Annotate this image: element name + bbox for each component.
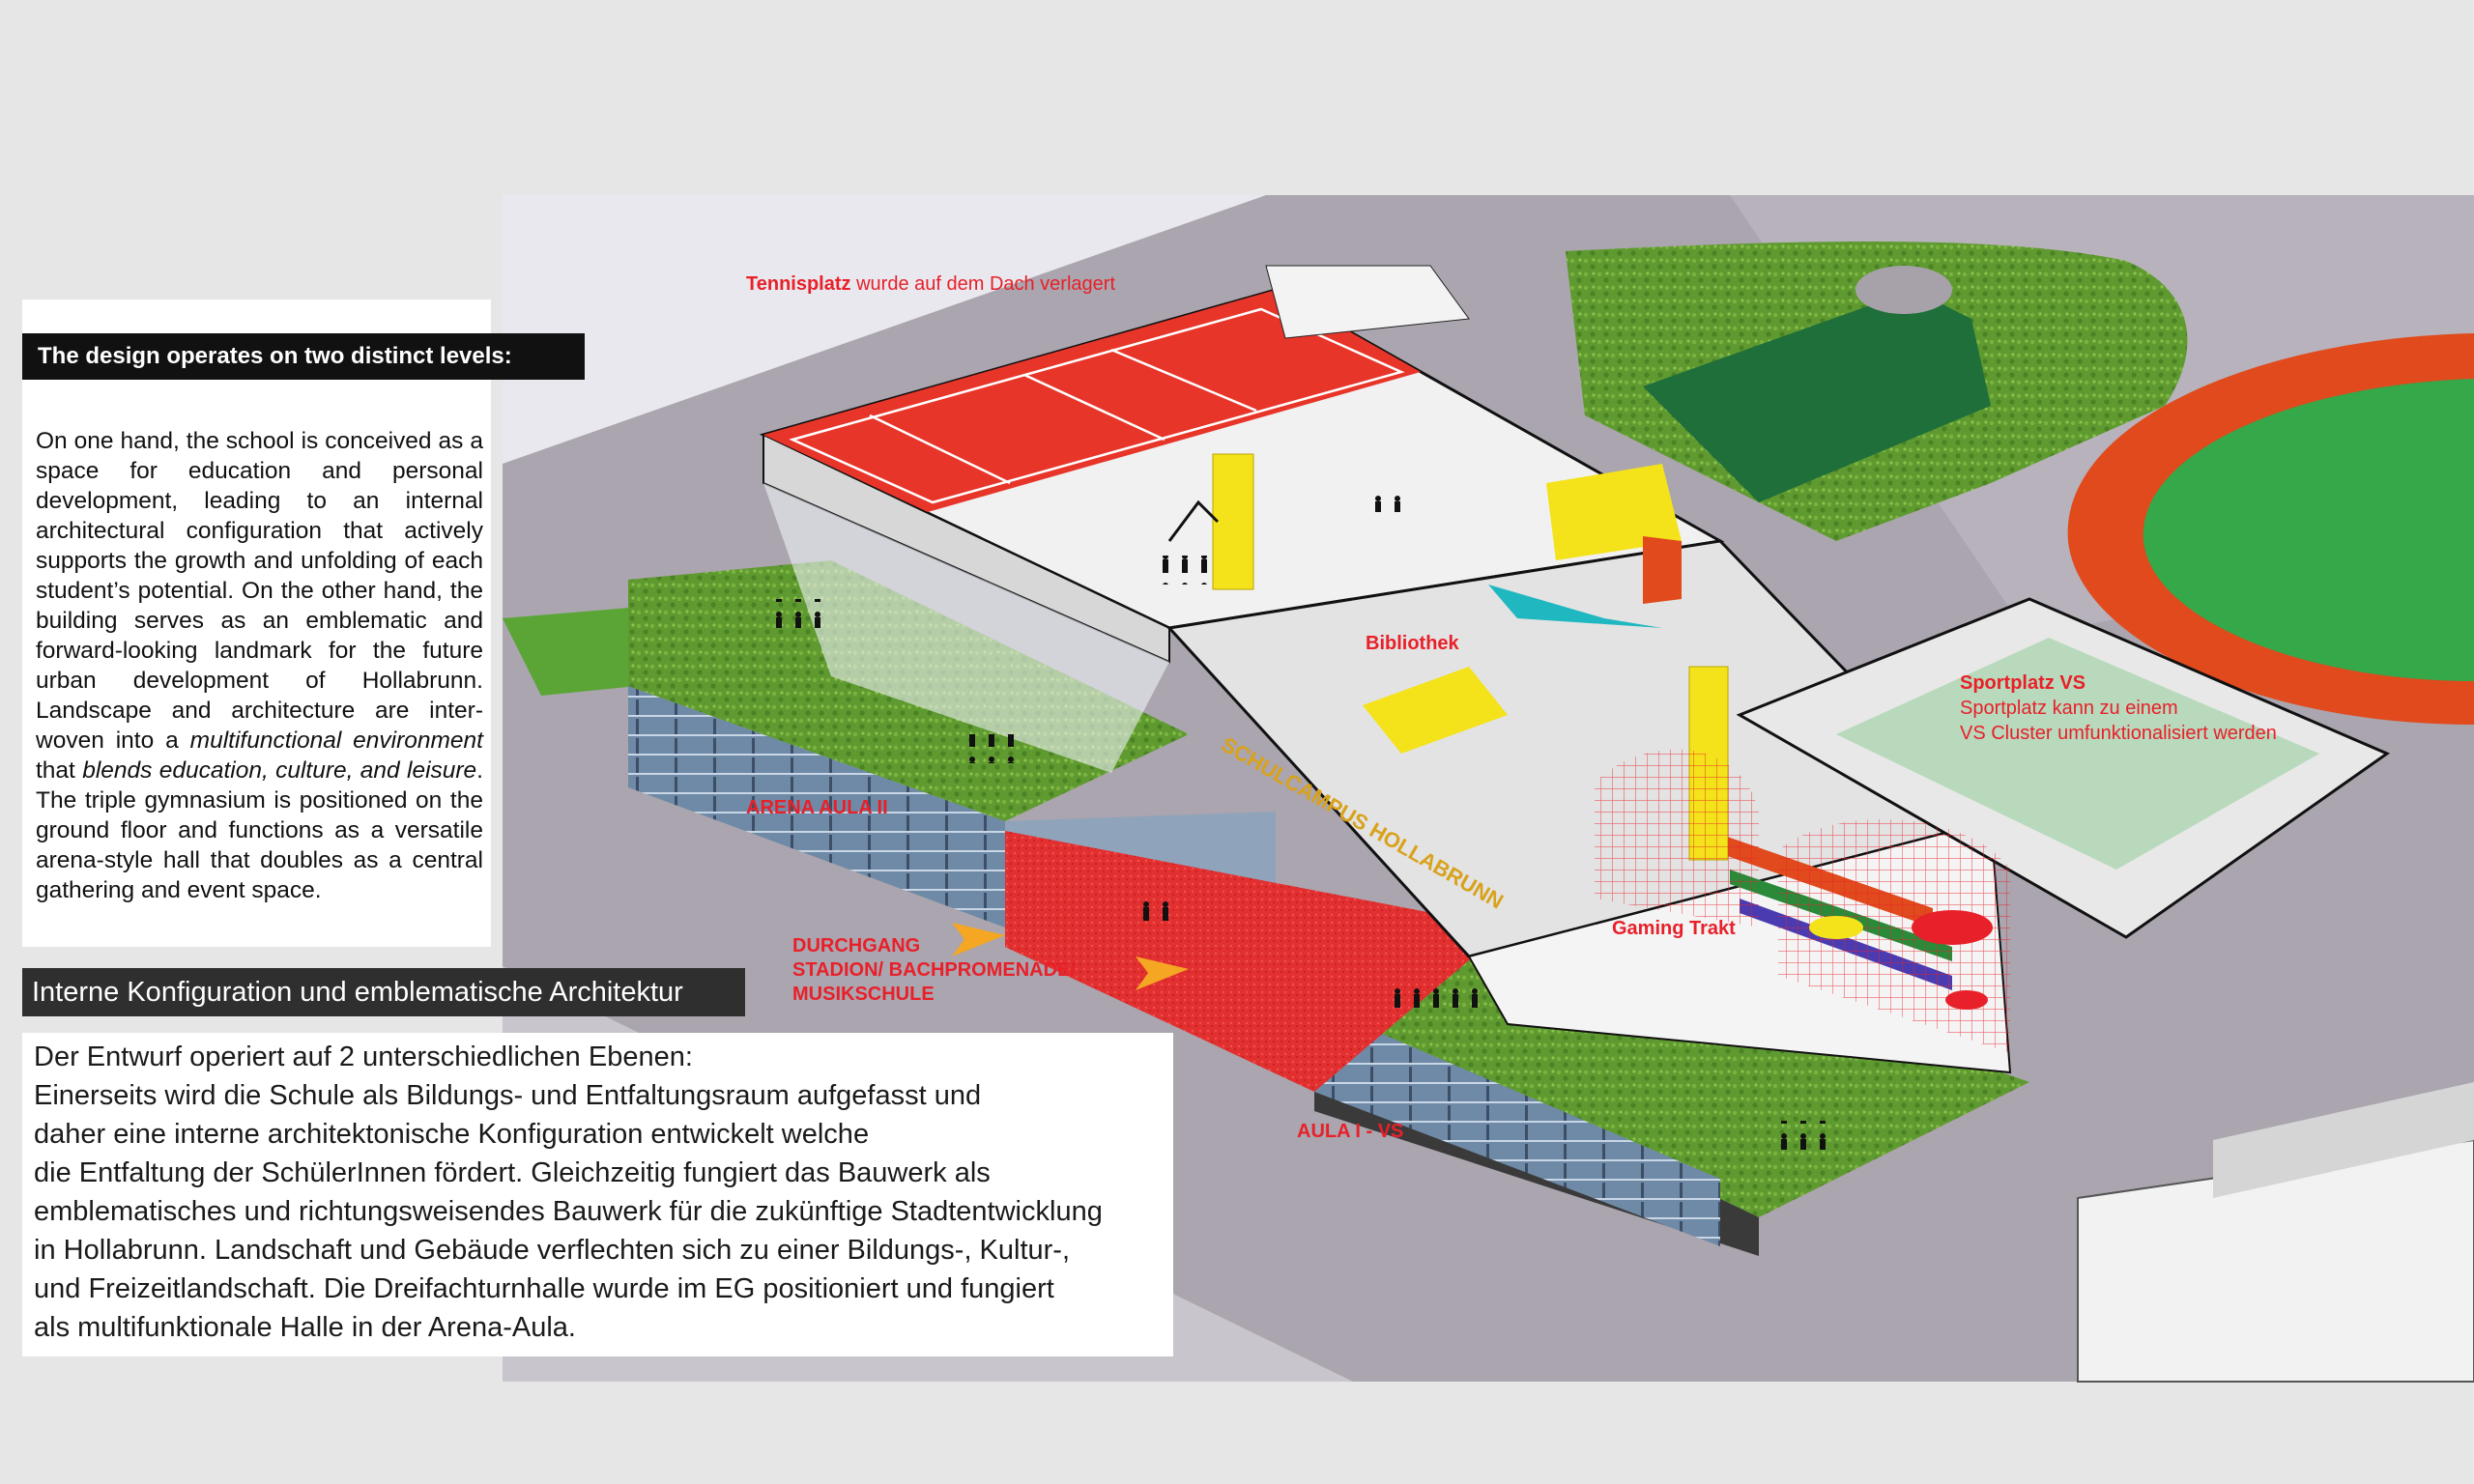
passage-arrows: [952, 923, 1189, 990]
german-text-panel: [22, 1033, 1173, 1356]
german-line: Der Entwurf operiert auf 2 unterschiedli…: [34, 1042, 693, 1072]
german-heading: Interne Konfiguration und emblematische …: [22, 968, 745, 1016]
english-body-text: On one hand, the school is conceived as …: [36, 428, 483, 754]
sportplatz-line-2: VS Cluster umfunktionalisiert werden: [1960, 723, 2277, 744]
people-silhouettes: [773, 488, 1836, 1150]
arena-aula-label: ARENA AULA II: [746, 797, 888, 818]
german-line: emblematisches und richtungsweisendes Ba…: [34, 1196, 1103, 1227]
english-heading: The design operates on two distinct leve…: [22, 333, 585, 380]
english-body: On one hand, the school is conceived as …: [36, 426, 483, 905]
park-landscape: [1566, 242, 2188, 541]
german-line: als multifunktionale Halle in der Arena-…: [34, 1312, 576, 1343]
durchgang-line-3: MUSIKSCHULE: [792, 984, 935, 1005]
english-text-panel: [22, 300, 491, 947]
neighbouring-buildings: [1265, 265, 2474, 1383]
durchgang-line-2: STADION/ BACHPROMENADE/: [792, 959, 1076, 981]
sportplatz-title: Sportplatz VS: [1960, 672, 2086, 694]
aula-vs-label: AULA I - VS: [1297, 1121, 1404, 1142]
tennis-label-bold: Tennisplatz: [746, 273, 851, 295]
tennis-court: [763, 290, 1421, 512]
tennis-label-rest: wurde auf dem Dach verlagert: [850, 273, 1115, 295]
gaming-mesh: [1595, 749, 2010, 1053]
durchgang-line-1: DURCHGANG: [792, 935, 921, 956]
sportplatz-line-1: Sportplatz kann zu einem: [1960, 698, 2178, 719]
german-line: und Freizeitlandschaft. Die Dreifachturn…: [34, 1273, 1054, 1304]
stadium-track: [2067, 333, 2474, 725]
german-line: in Hollabrunn. Landschaft und Gebäude ve…: [34, 1235, 1071, 1266]
german-line: die Entfaltung der SchülerInnen fördert.…: [34, 1157, 991, 1188]
bibliothek-label: Bibliothek: [1366, 633, 1459, 654]
tennis-label: Tennisplatz wurde auf dem Dach verlagert: [746, 273, 1115, 296]
english-body-end: . The triple gymnasium is positioned on …: [36, 757, 483, 903]
german-line: Einerseits wird die Schule als Bildungs-…: [34, 1080, 982, 1111]
gaming-trakt-label: Gaming Trakt: [1612, 918, 1736, 939]
english-italic-2: blends education, culture, and leisure: [82, 757, 477, 784]
english-italic-1: multifunctional environment: [189, 728, 483, 754]
english-body-mid: that: [36, 757, 83, 784]
german-line: daher eine interne architektonische Konf…: [34, 1119, 870, 1150]
